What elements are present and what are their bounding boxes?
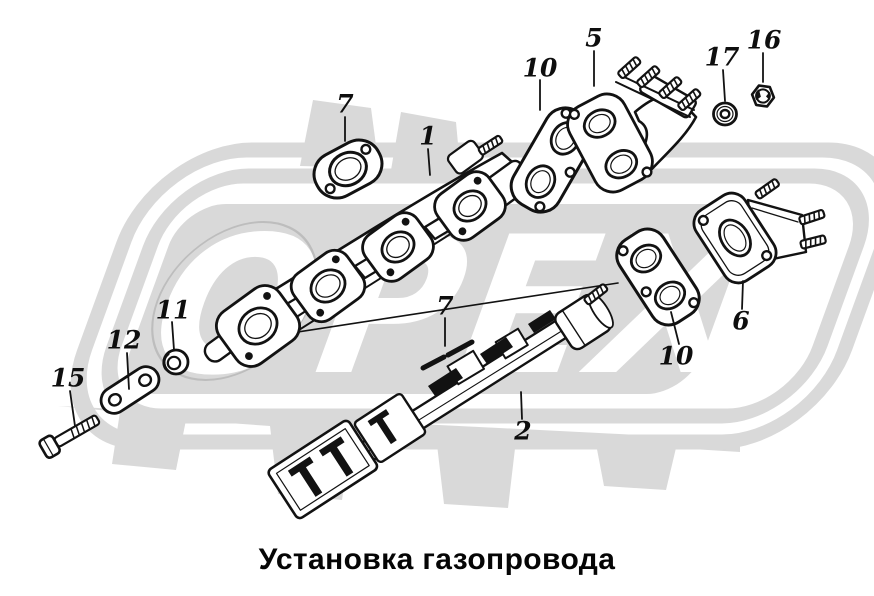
part-label-1: 1 — [419, 121, 437, 151]
nut-part-16 — [750, 84, 776, 108]
part-label-7-middle: 7 — [436, 291, 454, 321]
gasket-part-7 — [312, 138, 384, 200]
part-label-2: 2 — [514, 416, 532, 446]
washer-part-17 — [712, 101, 738, 127]
part-label-12: 12 — [106, 325, 142, 355]
part-label-16: 16 — [746, 25, 782, 55]
exhaust-manifold-part-1 — [203, 133, 541, 368]
part-label-6: 6 — [732, 306, 750, 336]
flange-part-6 — [692, 177, 828, 285]
part-label-7-top: 7 — [336, 89, 354, 119]
figure-caption: Установка газопровода — [258, 543, 616, 576]
gas-pipe-part-2 — [267, 282, 614, 520]
elbow-part-5 — [566, 55, 703, 194]
part-label-11: 11 — [155, 295, 191, 325]
part-label-15: 15 — [50, 363, 86, 393]
part-label-5: 5 — [585, 23, 603, 53]
nut-part-11 — [162, 348, 190, 376]
part-label-10-top: 10 — [522, 53, 558, 83]
part-label-10-right: 10 — [658, 341, 694, 371]
part-label-17: 17 — [704, 42, 740, 72]
leader-lines — [69, 50, 764, 427]
bolt-part-15 — [38, 414, 101, 459]
gasket-part-10-right — [615, 227, 702, 327]
link-part-12 — [99, 365, 161, 415]
mounting-studs-part-7 — [420, 339, 475, 371]
